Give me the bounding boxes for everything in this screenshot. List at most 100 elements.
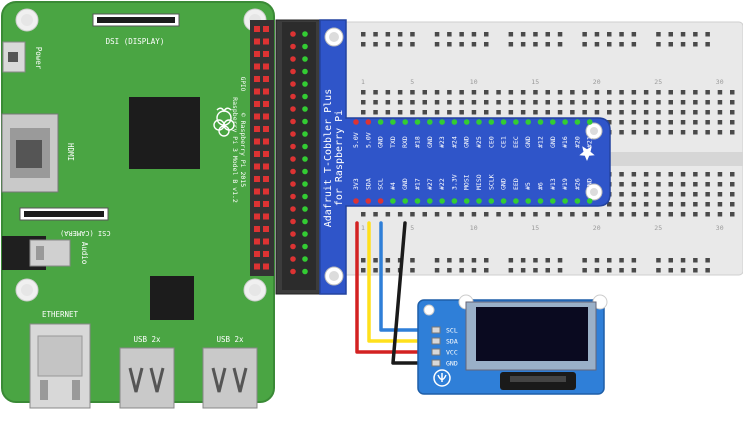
pi-gpio-header bbox=[250, 20, 274, 276]
breadboard-rail-hole bbox=[668, 42, 673, 47]
breadboard-hole bbox=[496, 100, 501, 105]
breadboard-hole bbox=[668, 212, 673, 217]
breadboard-hole bbox=[434, 212, 440, 217]
ribbon-pin-green bbox=[302, 181, 308, 187]
breadboard-rail-hole bbox=[656, 32, 661, 37]
breadboard-hole bbox=[570, 90, 575, 95]
breadboard-hole bbox=[471, 212, 477, 217]
breadboard-hole bbox=[582, 90, 587, 95]
breadboard-hole bbox=[730, 202, 735, 207]
breadboard-hole bbox=[619, 172, 624, 177]
usb-port-right bbox=[202, 347, 258, 409]
breadboard-rail-hole bbox=[557, 42, 563, 47]
breadboard-rail-hole bbox=[520, 32, 526, 37]
raspberry-logo-icon bbox=[213, 107, 235, 137]
breadboard-rail-hole bbox=[619, 42, 624, 47]
breadboard-rail-hole bbox=[668, 32, 673, 37]
breadboard-rail-hole bbox=[656, 42, 661, 47]
breadboard-hole bbox=[656, 110, 661, 115]
breadboard-rail-hole bbox=[582, 32, 587, 37]
breadboard-hole bbox=[459, 212, 464, 217]
ribbon-pin-green bbox=[302, 256, 308, 262]
breadboard-rail-hole bbox=[508, 258, 514, 263]
cobbler-top-pin bbox=[525, 119, 531, 125]
breadboard-hole bbox=[520, 212, 526, 217]
breadboard-rail-hole bbox=[607, 258, 612, 263]
breadboard-hole bbox=[705, 110, 710, 115]
breadboard-hole bbox=[397, 90, 403, 95]
breadboard-hole bbox=[607, 110, 612, 115]
dsi-slot bbox=[97, 17, 175, 23]
breadboard-hole bbox=[668, 192, 673, 197]
breadboard-hole bbox=[643, 120, 649, 125]
breadboard-hole bbox=[643, 212, 649, 217]
breadboard-rail-hole bbox=[459, 258, 464, 263]
breadboard-hole bbox=[594, 212, 600, 217]
breadboard-hole bbox=[693, 120, 698, 125]
cobbler-top-pin bbox=[439, 119, 445, 125]
usb-right-slots-icon bbox=[211, 367, 248, 393]
breadboard-column-number: 20 bbox=[593, 78, 601, 86]
breadboard-rail-hole bbox=[459, 32, 464, 37]
breadboard-rail-hole bbox=[434, 258, 440, 263]
breadboard-hole bbox=[508, 90, 514, 95]
breadboard-hole bbox=[717, 212, 723, 217]
breadboard-rail-hole bbox=[361, 258, 366, 263]
breadboard-rail-hole bbox=[385, 42, 391, 47]
breadboard-hole bbox=[631, 182, 637, 187]
breadboard-hole bbox=[557, 100, 563, 105]
breadboard-hole bbox=[533, 212, 538, 217]
breadboard-hole bbox=[410, 212, 415, 217]
ribbon-pin-red bbox=[290, 68, 296, 75]
breadboard-rail-hole bbox=[693, 42, 698, 47]
breadboard-hole bbox=[607, 120, 612, 125]
breadboard-hole bbox=[508, 110, 514, 115]
breadboard-hole bbox=[631, 172, 637, 177]
breadboard-rail-hole bbox=[668, 268, 673, 273]
breadboard-rail-hole bbox=[361, 32, 366, 37]
cobbler-top-pin-label: #23 bbox=[438, 136, 446, 148]
breadboard-hole bbox=[533, 90, 538, 95]
breadboard-hole bbox=[607, 212, 612, 217]
pi-gpio-pin bbox=[263, 113, 269, 120]
breadboard-column-number: 15 bbox=[531, 78, 539, 86]
cobbler-top-pin-label: GND bbox=[377, 136, 385, 148]
breadboard-hole bbox=[668, 130, 673, 135]
breadboard-hole bbox=[545, 212, 550, 217]
cobbler-top-pin-label: EEC bbox=[512, 136, 520, 148]
breadboard-hole bbox=[533, 100, 538, 105]
cobbler-top-pin-label: #18 bbox=[414, 136, 422, 148]
breadboard-rail-hole bbox=[619, 32, 624, 37]
cobbler-top-pin-label: GND bbox=[426, 136, 434, 148]
breadboard-hole bbox=[471, 90, 477, 95]
oled-hole-left-icon bbox=[423, 304, 435, 316]
pi-gpio-pin bbox=[254, 201, 260, 207]
pi-gpio-pin bbox=[254, 138, 260, 145]
breadboard-hole bbox=[496, 212, 501, 217]
mounting-hole-inner-icon bbox=[21, 284, 33, 296]
breadboard-hole bbox=[730, 90, 735, 95]
breadboard-rail-hole bbox=[545, 268, 550, 273]
ribbon-pin-green bbox=[302, 93, 308, 100]
breadboard-hole bbox=[717, 90, 723, 95]
cobbler-bottom-pin-label: SCL bbox=[377, 178, 385, 190]
breadboard-hole bbox=[410, 90, 415, 95]
cobbler-bottom-pin-label: GND bbox=[586, 178, 594, 190]
breadboard-hole bbox=[422, 90, 427, 95]
breadboard-rail-hole bbox=[434, 42, 440, 47]
ribbon-pin-green bbox=[302, 168, 308, 175]
ribbon-pin-red bbox=[290, 193, 296, 200]
breadboard-hole bbox=[582, 212, 587, 217]
pi-gpio-pin bbox=[254, 126, 260, 132]
breadboard-hole bbox=[447, 110, 452, 115]
wire-yellow-sda bbox=[367, 221, 436, 343]
breadboard-column-number: 15 bbox=[531, 224, 539, 232]
cobbler-bottom-pin bbox=[390, 198, 396, 204]
cobbler-bottom-pin-label: EED bbox=[512, 178, 520, 190]
audio-label: Audio bbox=[80, 242, 89, 265]
breadboard-hole bbox=[619, 100, 624, 105]
breadboard-hole bbox=[520, 100, 526, 105]
breadboard-hole bbox=[373, 100, 378, 105]
breadboard-hole bbox=[619, 120, 624, 125]
